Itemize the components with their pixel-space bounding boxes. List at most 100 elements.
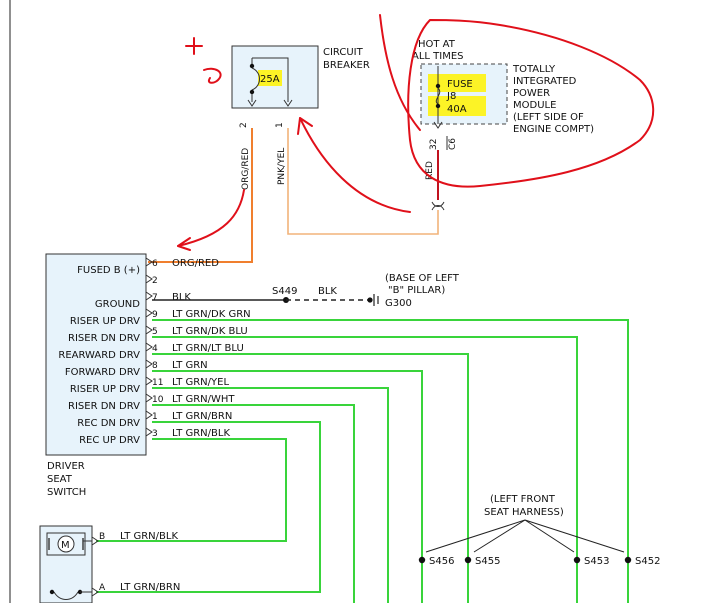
harness-label-line2: SEAT HARNESS) (484, 507, 564, 518)
pnk-yel-wire (287, 128, 439, 235)
pin-chevron-9 (145, 308, 153, 318)
breaker-contact-bottom (249, 89, 255, 95)
hot-label-line2: ALL TIMES (412, 51, 464, 62)
breaker-label-line1: CIRCUIT (323, 47, 364, 58)
wire-label-ltgrn-yel: LT GRN/YEL (172, 377, 229, 388)
wire-riser-dn-drv-1 (152, 336, 578, 603)
motor-contact-left (49, 589, 55, 595)
harness-label-line1: (LEFT FRONT (490, 494, 556, 505)
breaker-pin-2: 2 (239, 122, 249, 128)
fuse-symbol (435, 87, 441, 105)
wire-label-ltgrn: LT GRN (172, 360, 208, 371)
scribble-loop-tipm (407, 19, 655, 188)
motor-wire-b-label: LT GRN/BLK (120, 531, 178, 542)
ground-circuit: S449 BLK (BASE OF LEFT "B" PILLAR) G300 (152, 273, 460, 309)
switch-pin-connections: 6 2 7 9 5 4 8 11 10 1 3 ORG/RED BLK LT G… (145, 257, 251, 439)
inline-connector-bottom (431, 205, 445, 211)
switch-title-line3: SWITCH (47, 487, 86, 498)
switch-title-line1: DRIVER (47, 461, 85, 472)
switch-pin-label-riser-dn-1: RISER DN DRV (68, 333, 140, 344)
feed-wires: RED ORG/RED PNK/YEL (148, 128, 445, 263)
breaker-label-line2: BREAKER (323, 60, 370, 71)
pin-chevron-8 (145, 359, 153, 369)
switch-title-line2: SEAT (47, 474, 73, 485)
wire-label-org-red: ORG/RED (172, 258, 219, 269)
wire-label-ltgrn-dkblu: LT GRN/DK BLU (172, 326, 248, 337)
pin-chevron-7 (145, 291, 153, 301)
seat-motor: M B A LT GRN/BLK LT GRN/BRN (39, 525, 180, 603)
switch-pin-label-rearward: REARWARD DRV (58, 350, 140, 361)
wire-forward-drv (152, 370, 423, 603)
wire-riser-up-drv-2 (152, 387, 389, 603)
pin-number-3: 3 (152, 429, 158, 439)
pin-number-11: 11 (152, 378, 163, 388)
wire-riser-dn-drv-2 (152, 404, 355, 603)
fuse-rating: 40A (447, 104, 467, 115)
splice-dot-s455 (464, 556, 472, 564)
pin-number-2: 2 (152, 276, 158, 286)
motor-wire-a-label: LT GRN/BRN (120, 582, 180, 593)
pin-number-1: 1 (152, 412, 158, 422)
fuse-highlight-2 (428, 96, 486, 116)
switch-pin-label-riser-dn-2: RISER DN DRV (68, 401, 140, 412)
fuse-contact-bottom (435, 103, 441, 109)
switch-pin-label-riser-up-2: RISER UP DRV (70, 384, 140, 395)
tipm-label-line5: (LEFT SIDE OF (513, 112, 584, 123)
pnk-yel-wire-label: PNK/YEL (277, 148, 287, 185)
switch-pin-label-riser-up-1: RISER UP DRV (70, 316, 140, 327)
scribble-cross-mark (185, 37, 203, 55)
red-annotations (177, 14, 655, 251)
tipm-label-line1: TOTALLY (512, 64, 556, 75)
breaker-pin2-chevron (247, 99, 257, 107)
splice-label-s449: S449 (272, 286, 297, 297)
pin-chevron-4 (145, 342, 153, 352)
breaker-bimetal-symbol (251, 67, 260, 91)
fuse-highlight-1 (428, 74, 486, 92)
fuse-contact-top (435, 83, 441, 89)
scribble-curve-to-breaker (299, 117, 411, 213)
splice-label-s455: S455 (475, 556, 500, 567)
tipm-module: HOT AT ALL TIMES FUSE J8 40A TOTALLY INT… (412, 39, 594, 150)
wire-rec-up-drv (96, 438, 287, 542)
tipm-label-line3: POWER (513, 88, 550, 99)
harness-arrow-s452 (524, 519, 625, 553)
pin-number-6: 6 (152, 259, 158, 269)
fuse-number: J8 (446, 91, 456, 102)
pin-chevron-10 (145, 393, 153, 403)
pin-chevron-6 (145, 257, 153, 267)
hot-label-line1: HOT AT (418, 39, 456, 50)
switch-pin-label-rec-up: REC UP DRV (79, 435, 140, 446)
circuit-breaker: 25A CIRCUIT BREAKER 2 1 (231, 45, 370, 128)
pin-chevron-2 (145, 274, 153, 284)
switch-box (45, 253, 147, 456)
wire-label-blk: BLK (172, 292, 191, 303)
wire-riser-up-drv-1 (152, 319, 629, 603)
breaker-contact-top (249, 63, 255, 69)
ground-note-line1: (BASE OF LEFT (385, 273, 460, 284)
pin-number-7: 7 (152, 293, 158, 303)
splice-dot-s456 (418, 556, 426, 564)
breaker-pin1-chevron (283, 99, 293, 107)
ground-wire-label: BLK (318, 286, 337, 297)
ground-point-label: G300 (385, 298, 412, 309)
driver-seat-switch: FUSED B (+) GROUND RISER UP DRV RISER DN… (45, 253, 147, 498)
org-red-wire-label: ORG/RED (241, 148, 251, 190)
breaker-rating: 25A (260, 74, 280, 85)
motor-pin-b: B (99, 532, 105, 542)
tipm-label-line2: INTEGRATED (513, 76, 577, 87)
motor-icon (57, 535, 75, 553)
green-wires (96, 319, 629, 603)
breaker-pin-1: 1 (275, 122, 285, 128)
splice-label-s456: S456 (429, 556, 454, 567)
pin-number-9: 9 (152, 310, 158, 320)
tipm-pin-chevron (433, 121, 443, 129)
breaker-internal-wire (252, 57, 289, 102)
pin-number-10: 10 (152, 395, 164, 405)
seat-harness: (LEFT FRONT SEAT HARNESS) S456 S455 S453… (418, 494, 660, 567)
scribble-arrow-to-fused (177, 189, 245, 247)
wire-rearward-drv (152, 353, 469, 603)
wire-label-ltgrn-blk: LT GRN/BLK (172, 428, 230, 439)
pin-number-8: 8 (152, 361, 158, 371)
